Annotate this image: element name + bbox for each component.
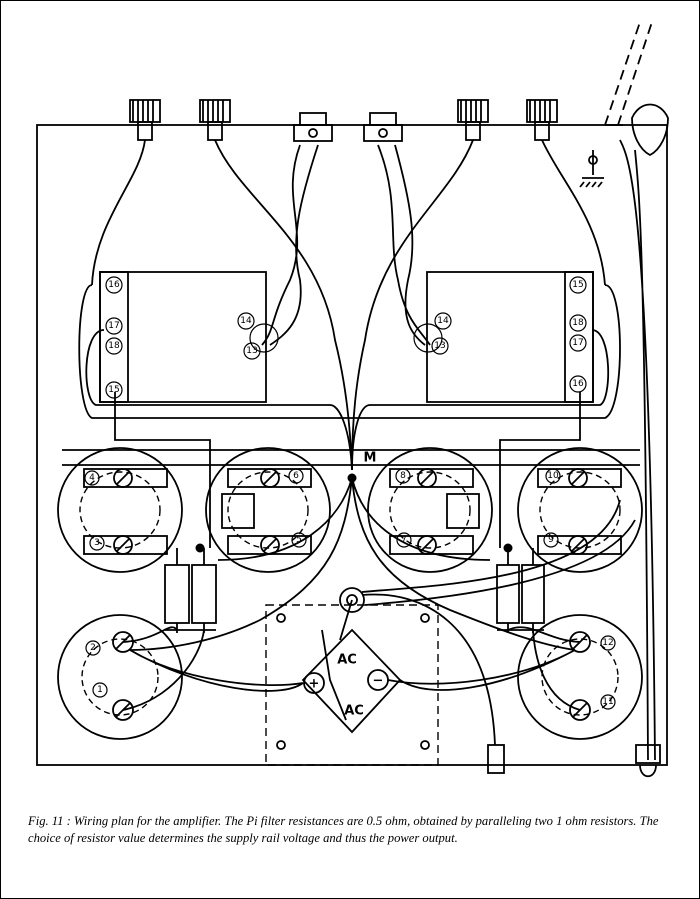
pi-resistor-2 <box>191 564 217 624</box>
label-tr-9: 9 <box>548 535 554 545</box>
label-tr-11: 11 <box>602 697 613 707</box>
label-tr-2: 2 <box>90 643 96 653</box>
driver-resistor-right <box>446 493 480 529</box>
mains-entry <box>605 124 656 761</box>
label-tr-10: 10 <box>547 471 559 481</box>
pi-resistor-4 <box>521 564 545 624</box>
label-right-16: 16 <box>572 379 584 389</box>
mains-cable <box>604 21 653 126</box>
lower-tr-leads-right <box>507 626 581 711</box>
star-point-label: M <box>364 451 377 466</box>
input-knob-1 <box>129 99 161 141</box>
label-right-13: 13 <box>434 341 445 351</box>
rectifier-ac-top-label: AC <box>337 653 357 668</box>
fuse-cap <box>639 764 657 778</box>
rectifier-heatsink <box>265 604 439 766</box>
twisted-pair-right <box>377 144 431 346</box>
input-knob-4 <box>526 99 558 141</box>
bridge-connection <box>339 587 365 613</box>
board-terminal-circles <box>84 276 616 710</box>
ground-terminal <box>579 150 604 188</box>
input-knob-3 <box>457 99 489 141</box>
left-board-bus <box>78 284 355 471</box>
left-board-15-feed <box>114 392 211 548</box>
figure-caption: Fig. 11 : Wiring plan for the amplifier.… <box>28 814 659 845</box>
label-left-13: 13 <box>246 346 257 356</box>
label-tr-1: 1 <box>97 685 103 695</box>
clamp-bar-6 <box>389 535 474 555</box>
label-left-15: 15 <box>108 385 119 395</box>
grommet <box>487 744 505 774</box>
input-socket-left <box>293 112 333 142</box>
label-right-17: 17 <box>572 338 583 348</box>
ac-wires <box>321 599 353 721</box>
mains-feed-to-bridge <box>361 499 636 746</box>
label-tr-7: 7 <box>401 535 407 545</box>
transistor-tr6 <box>517 614 643 740</box>
label-right-14: 14 <box>437 316 449 326</box>
label-right-15: 15 <box>572 280 583 290</box>
label-tr-12: 12 <box>602 638 613 648</box>
label-right-18: 18 <box>572 318 584 328</box>
amp-board-left <box>99 271 267 403</box>
driver-resistor-left <box>221 493 255 529</box>
label-tr-4: 4 <box>89 473 95 483</box>
transistor-tr1 <box>57 447 183 573</box>
right-board-16-feed <box>499 392 581 548</box>
mains-plug <box>631 103 669 157</box>
wire-knob3 <box>351 139 474 471</box>
label-left-17: 17 <box>108 321 119 331</box>
clamp-bar-1 <box>83 468 168 488</box>
label-left-14: 14 <box>240 316 252 326</box>
label-tr-8: 8 <box>400 471 406 481</box>
label-tr-3: 3 <box>94 538 100 548</box>
rectifier-plus-label: + <box>309 677 320 692</box>
wire-knob2 <box>214 139 353 471</box>
label-tr-5: 5 <box>296 535 302 545</box>
label-tr-6: 6 <box>293 471 299 481</box>
twisted-pair-left <box>261 144 319 346</box>
bridge-rectifier <box>301 628 402 734</box>
fuse-holder <box>635 744 661 764</box>
star-point-wires <box>129 477 576 651</box>
left-board-terminal-strip <box>99 271 129 403</box>
right-board-terminal-strip <box>564 271 594 403</box>
label-left-16: 16 <box>108 280 120 290</box>
rectifier-ac-bottom-label: AC <box>344 704 364 719</box>
transistor-tr4 <box>517 447 643 573</box>
transistor-tr3 <box>367 447 493 573</box>
label-left-18: 18 <box>108 341 120 351</box>
right-board-bus <box>351 284 621 471</box>
clamp-bar-5 <box>389 468 474 488</box>
amp-board-right <box>426 271 594 403</box>
dc-rails-lower <box>129 649 576 692</box>
pi-resistor-leads <box>165 548 544 633</box>
input-socket-right <box>363 112 403 142</box>
lower-tr-leads-left <box>122 626 205 711</box>
wiring-diagram: 16 17 18 15 14 13 15 18 17 16 14 13 4 3 … <box>36 21 669 778</box>
input-knob-2 <box>199 99 231 141</box>
wire-knob1 <box>91 139 146 286</box>
wire-knob4 <box>541 139 606 286</box>
rectifier-plus-terminal <box>303 672 325 694</box>
supply-rails-upper <box>62 449 640 466</box>
rectifier-minus-label: − <box>373 674 384 689</box>
pi-resistor-1 <box>164 564 190 624</box>
transistor-tr2 <box>205 447 331 573</box>
transistor-tr5 <box>57 614 183 740</box>
